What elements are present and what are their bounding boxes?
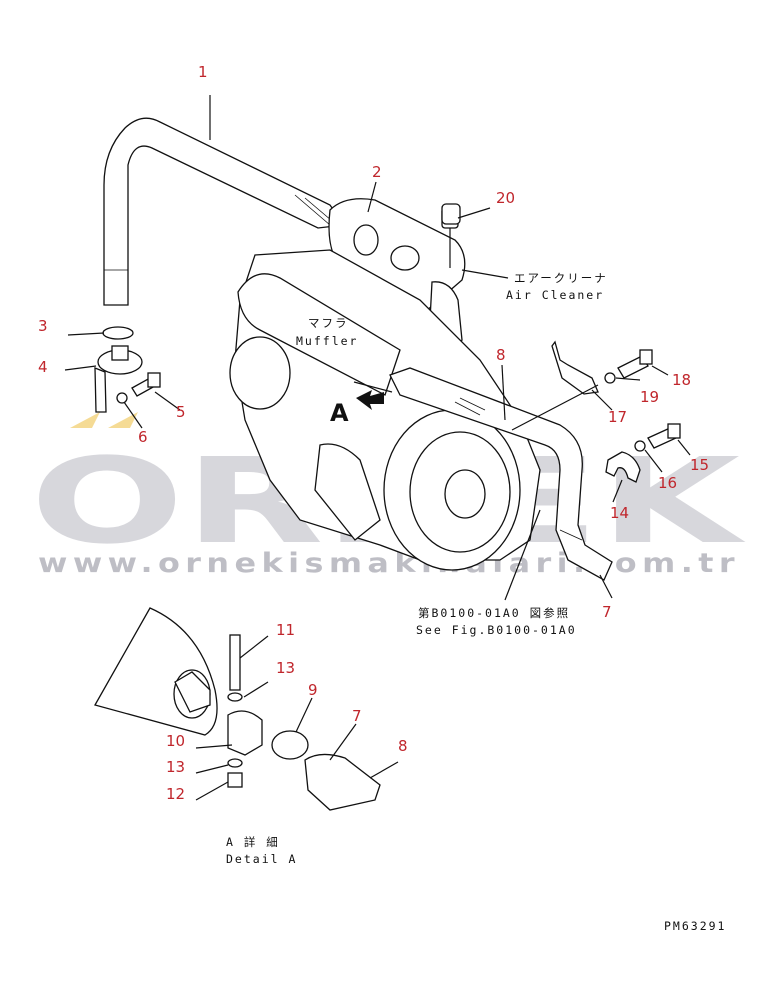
callout-3: 3 (38, 317, 48, 335)
detail-a-label-jp: A 詳 細 (226, 835, 280, 849)
washer-part-13-top (227, 692, 243, 702)
callout-7: 7 (602, 603, 612, 621)
washer-part-6 (116, 392, 128, 404)
callout-4: 4 (38, 358, 48, 376)
callout-12: 12 (166, 785, 185, 803)
see-fig-label-en: See Fig.B0100-01A0 (416, 623, 577, 637)
drawing-code: PM63291 (664, 919, 726, 933)
bolt-part-11 (229, 634, 241, 691)
cap-part-20 (441, 203, 461, 225)
callout-14: 14 (610, 504, 629, 522)
clamp-part-3 (102, 326, 134, 340)
watermark-accent-right (108, 412, 138, 428)
exhaust-tube-part-8 (389, 367, 613, 581)
callout-5: 5 (176, 403, 186, 421)
callout-6: 6 (138, 428, 148, 446)
air-cleaner-label-jp: エアークリーナ (514, 271, 608, 285)
callout-2: 2 (372, 163, 382, 181)
bracket-part-17 (551, 340, 599, 395)
callout-numbers: 1 2 3 4 5 6 7 8 14 15 16 17 18 19 20 11 … (38, 63, 709, 803)
callout-11: 11 (276, 621, 295, 639)
callout-13-bottom: 13 (166, 758, 185, 776)
callout-7-detail: 7 (352, 707, 362, 725)
view-marker-a: A (330, 399, 349, 427)
clamp-part-9 (271, 730, 309, 760)
tube-part-7-8 (304, 753, 381, 811)
detail-a-label-en: Detail A (226, 852, 297, 866)
bracket-part-4 (94, 345, 143, 413)
callout-16: 16 (658, 474, 677, 492)
washer-part-19 (604, 372, 616, 384)
callout-10: 10 (166, 732, 185, 750)
leader-lines (64, 95, 691, 801)
callout-18: 18 (672, 371, 691, 389)
clamp-part-10 (227, 710, 263, 756)
callout-8: 8 (496, 346, 506, 364)
bolt-part-15 (647, 423, 681, 449)
muffler-label-jp: マフラ (308, 316, 349, 330)
air-cleaner-label-en: Air Cleaner (506, 288, 604, 302)
callout-1: 1 (198, 63, 208, 81)
callout-15: 15 (690, 456, 709, 474)
flywheel-housing (383, 409, 521, 571)
callout-13-top: 13 (276, 659, 295, 677)
watermark-accent-left (70, 412, 100, 428)
washer-part-16 (634, 440, 646, 452)
callout-9: 9 (308, 681, 318, 699)
washer-part-13-bottom (227, 758, 243, 768)
detail-a (94, 607, 381, 811)
nut-part-12 (227, 772, 243, 788)
bolt-part-18 (617, 349, 653, 379)
bolt-part-5 (131, 372, 161, 397)
text-labels: エアークリーナ Air Cleaner マフラ Muffler A 第B0100… (226, 271, 726, 933)
watermark-url: www.ornekismakinalari.com.tr (38, 548, 740, 579)
muffler-label-en: Muffler (296, 334, 358, 348)
view-arrow-icon (356, 390, 384, 410)
callout-8-detail: 8 (398, 737, 408, 755)
callout-19: 19 (640, 388, 659, 406)
see-fig-label-jp: 第B0100-01A0 図参照 (418, 606, 570, 620)
callout-20: 20 (496, 189, 515, 207)
clamp-part-14 (605, 451, 641, 483)
callout-17: 17 (608, 408, 627, 426)
